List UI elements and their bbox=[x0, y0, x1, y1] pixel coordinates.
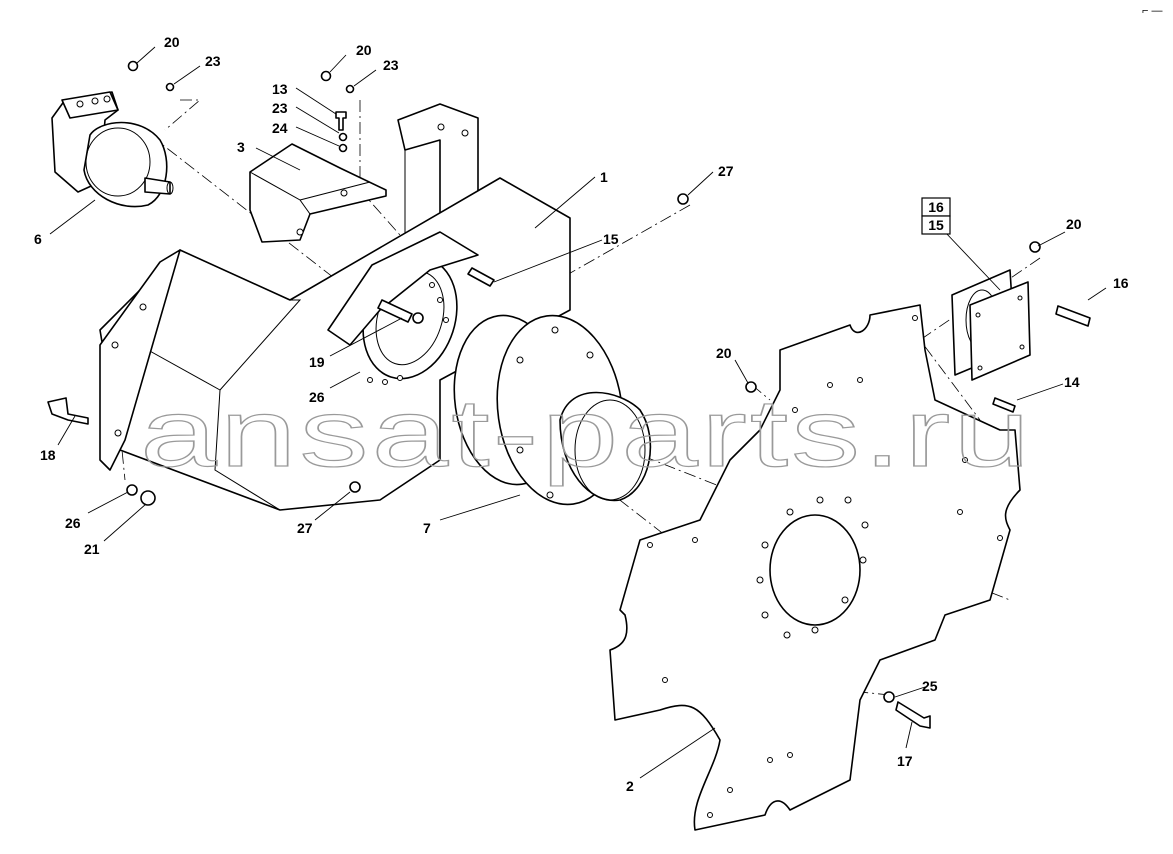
hydraulic-motor-part-6 bbox=[51, 91, 174, 208]
callout-13: 13 bbox=[272, 81, 288, 97]
callout-25: 25 bbox=[922, 678, 938, 694]
washer-23-c bbox=[338, 132, 348, 142]
bolt-18 bbox=[47, 397, 89, 425]
callout-26: 26 bbox=[309, 389, 325, 405]
kit-label-box: 16 15 bbox=[921, 197, 951, 235]
nut-20-b bbox=[320, 70, 332, 82]
callout-20: 20 bbox=[1066, 216, 1082, 232]
callout-labels: 20 23 20 23 13 23 24 3 6 1 27 15 19 26 1… bbox=[34, 34, 1129, 794]
callout-15: 15 bbox=[603, 231, 619, 247]
callout-26: 26 bbox=[65, 515, 81, 531]
kit-box-top-label: 16 bbox=[928, 199, 944, 215]
washer-26-b bbox=[126, 484, 138, 496]
nut-20-a bbox=[127, 60, 139, 72]
callout-20: 20 bbox=[716, 345, 732, 361]
washer-23-b bbox=[345, 84, 355, 94]
nut-20-c bbox=[745, 381, 757, 393]
washer-25 bbox=[883, 691, 895, 703]
bolt-13 bbox=[335, 111, 347, 131]
callout-14: 14 bbox=[1064, 374, 1080, 390]
callout-17: 17 bbox=[897, 753, 913, 769]
seal-plate-kit bbox=[951, 269, 1031, 381]
callout-7: 7 bbox=[423, 520, 431, 536]
callout-19: 19 bbox=[309, 354, 325, 370]
washer-26-a bbox=[412, 312, 424, 324]
mounting-plate-part-2 bbox=[609, 304, 1021, 831]
bolt-16 bbox=[1055, 305, 1091, 327]
callout-23: 23 bbox=[272, 100, 288, 116]
watermark: ansat-parts.ru bbox=[140, 380, 1033, 487]
callout-3: 3 bbox=[237, 139, 245, 155]
wheel-hub-part-7 bbox=[453, 314, 652, 506]
leader-lines bbox=[49, 46, 1107, 779]
callout-20: 20 bbox=[356, 42, 372, 58]
callout-6: 6 bbox=[34, 231, 42, 247]
corner-mark: ⌐ — bbox=[1142, 5, 1162, 17]
washer-24 bbox=[338, 143, 348, 153]
washer-23-a bbox=[165, 82, 175, 92]
callout-21: 21 bbox=[84, 541, 100, 557]
washer-27-a bbox=[677, 193, 689, 205]
callout-27: 27 bbox=[718, 163, 734, 179]
nut-21 bbox=[140, 490, 156, 506]
nut-20-d bbox=[1029, 241, 1041, 253]
bolt-19 bbox=[377, 299, 413, 323]
callout-23: 23 bbox=[383, 57, 399, 73]
plate-holes bbox=[647, 315, 1003, 818]
callout-18: 18 bbox=[40, 447, 56, 463]
guard-part-3 bbox=[249, 143, 387, 243]
callout-16: 16 bbox=[1113, 275, 1129, 291]
bolt-14 bbox=[992, 397, 1016, 413]
callout-2: 2 bbox=[626, 778, 634, 794]
kit-box-bottom-label: 15 bbox=[928, 217, 944, 233]
washer-27-b bbox=[349, 481, 361, 493]
callout-24: 24 bbox=[272, 120, 288, 136]
callout-27: 27 bbox=[297, 520, 313, 536]
housing-part-1 bbox=[99, 103, 571, 511]
fasteners bbox=[47, 60, 1091, 729]
callout-23: 23 bbox=[205, 53, 221, 69]
callout-1: 1 bbox=[600, 169, 608, 185]
callout-20: 20 bbox=[164, 34, 180, 50]
bolt-17 bbox=[895, 701, 931, 729]
bolt-15 bbox=[467, 267, 495, 287]
